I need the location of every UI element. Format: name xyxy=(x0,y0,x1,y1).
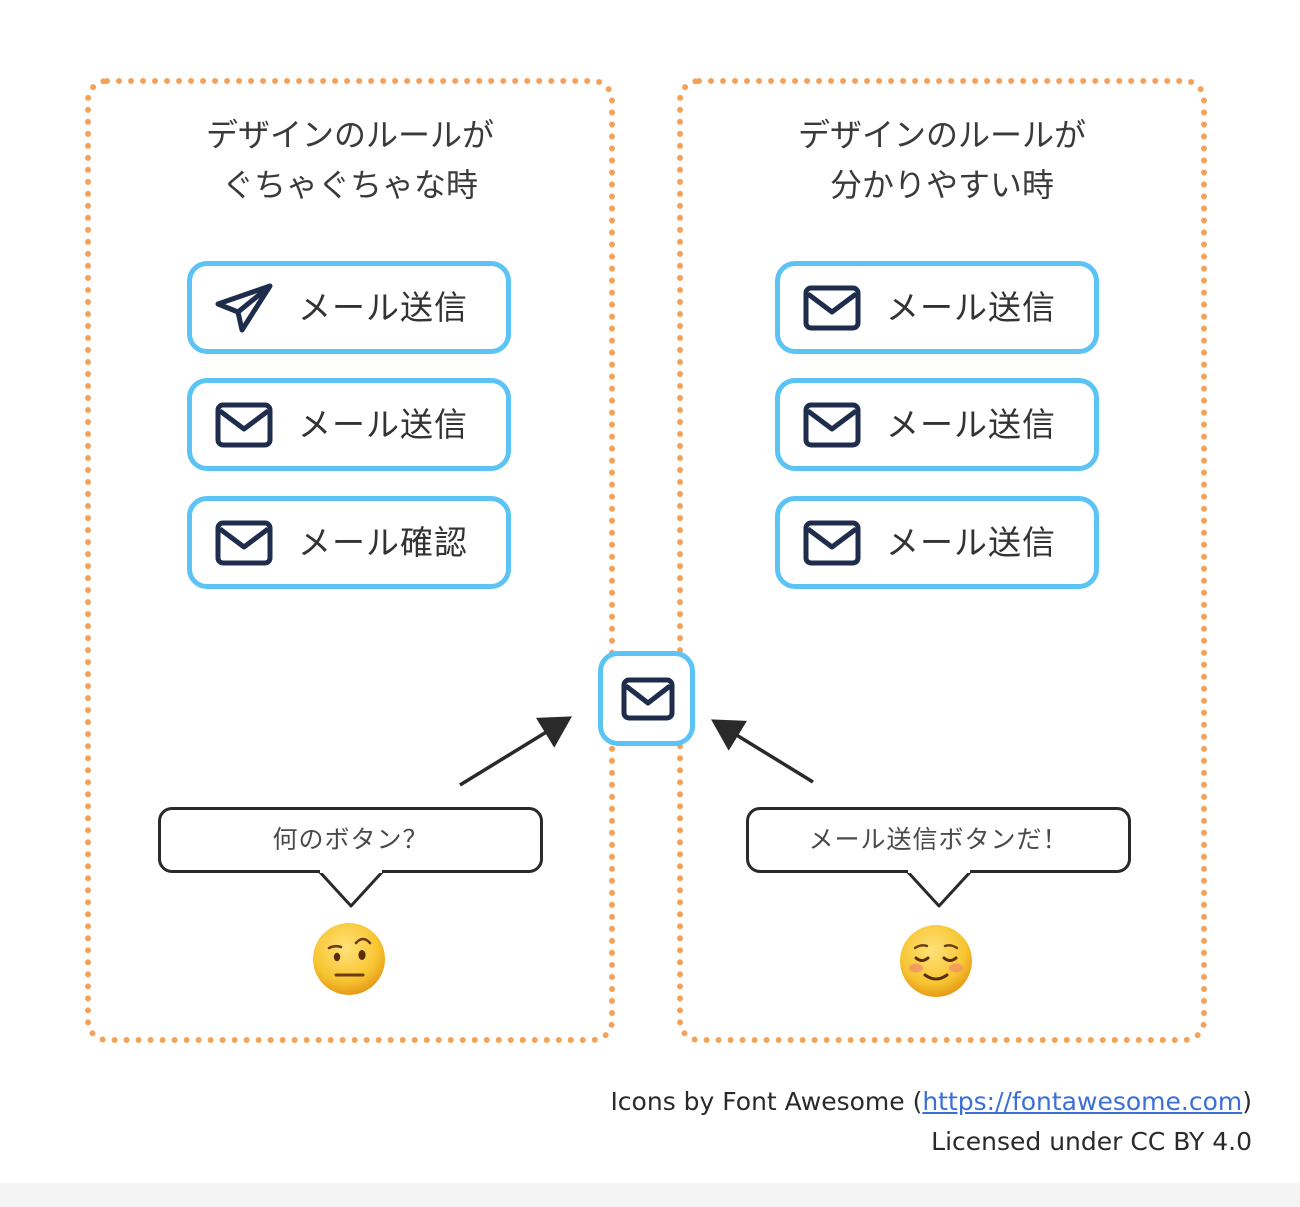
paper-plane-icon xyxy=(212,282,276,334)
right-speech-text: メール送信ボタンだ！ xyxy=(808,825,1069,854)
button-label: メール送信 xyxy=(298,405,468,444)
envelope-icon xyxy=(800,517,864,569)
envelope-icon xyxy=(212,517,276,569)
raised-eyebrow-face-icon xyxy=(311,921,387,997)
button-label: メール確認 xyxy=(298,523,468,562)
button-label: メール送信 xyxy=(886,405,1056,444)
center-envelope-button[interactable] xyxy=(598,651,695,746)
envelope-icon xyxy=(620,676,676,722)
button-label: メール送信 xyxy=(298,288,468,327)
credit-line-1: Icons by Font Awesome (https://fontaweso… xyxy=(610,1087,1252,1116)
left-panel-title: デザインのルールが ぐちゃぐちゃな時 xyxy=(91,110,609,210)
left-speech-text: 何のボタン？ xyxy=(272,825,429,854)
right-send-mail-button-1[interactable]: メール送信 xyxy=(775,261,1099,354)
left-title-line1: デザインのルールが xyxy=(205,116,494,154)
smiling-face-icon xyxy=(898,923,974,999)
credit-prefix: Icons by Font Awesome ( xyxy=(610,1087,923,1116)
fontawesome-link[interactable]: https://fontawesome.com xyxy=(922,1087,1243,1116)
right-panel: デザインのルールが 分かりやすい時 xyxy=(677,78,1207,1043)
left-speech-bubble: 何のボタン？ xyxy=(158,807,543,908)
bubble-tail xyxy=(316,870,386,910)
left-send-mail-button-paper-plane[interactable]: メール送信 xyxy=(187,261,511,354)
left-check-mail-button[interactable]: メール確認 xyxy=(187,496,511,589)
bottom-band xyxy=(0,1183,1300,1207)
left-title-line2: ぐちゃぐちゃな時 xyxy=(221,166,478,204)
left-send-mail-button-envelope[interactable]: メール送信 xyxy=(187,378,511,471)
credit-suffix: ) xyxy=(1242,1087,1252,1116)
credit-line-2: Licensed under CC BY 4.0 xyxy=(931,1127,1252,1156)
bubble-tail xyxy=(904,870,974,910)
envelope-icon xyxy=(212,399,276,451)
left-panel: デザインのルールが ぐちゃぐちゃな時 xyxy=(85,78,615,1043)
button-label: メール送信 xyxy=(886,523,1056,562)
envelope-icon xyxy=(800,399,864,451)
right-send-mail-button-2[interactable]: メール送信 xyxy=(775,378,1099,471)
right-panel-title: デザインのルールが 分かりやすい時 xyxy=(683,110,1201,210)
right-title-line2: 分かりやすい時 xyxy=(829,166,1054,204)
right-speech-bubble: メール送信ボタンだ！ xyxy=(746,807,1131,908)
envelope-icon xyxy=(800,282,864,334)
right-send-mail-button-3[interactable]: メール送信 xyxy=(775,496,1099,589)
button-label: メール送信 xyxy=(886,288,1056,327)
right-title-line1: デザインのルールが xyxy=(797,116,1086,154)
